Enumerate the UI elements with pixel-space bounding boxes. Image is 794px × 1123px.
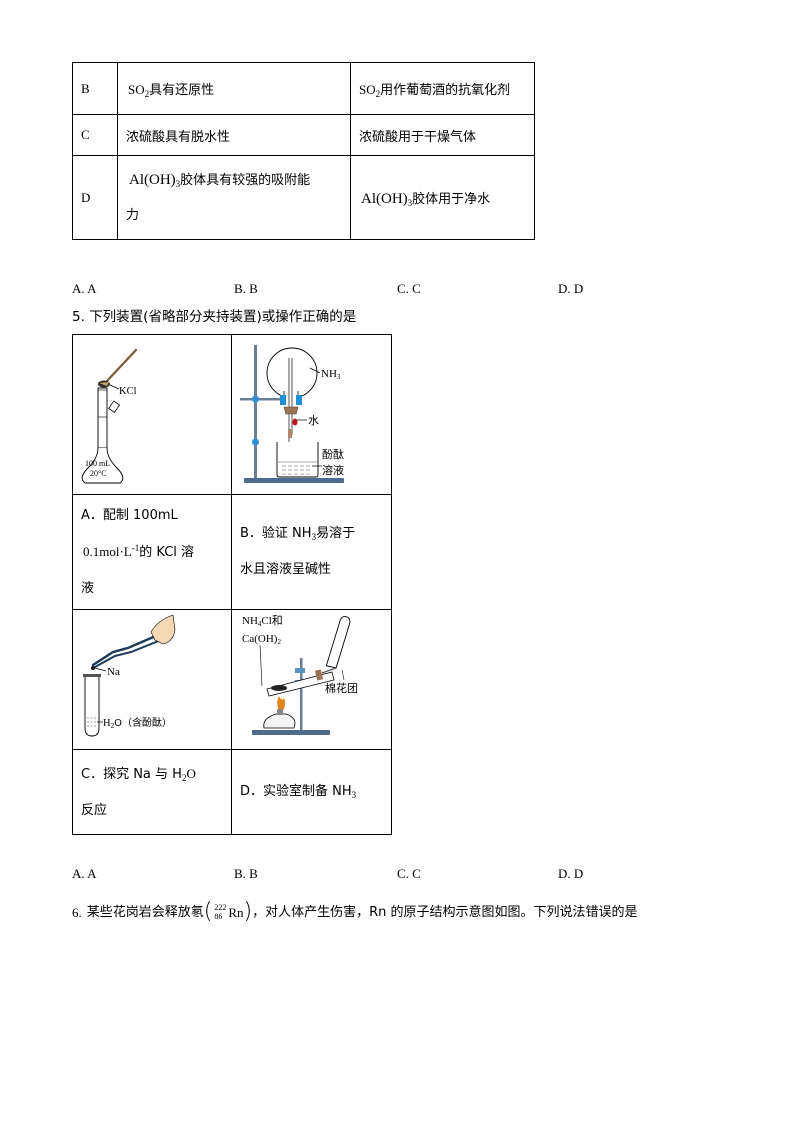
option-c-caption: C．探究 Na 与 H2O 反应: [72, 749, 232, 835]
row-key: C: [72, 114, 118, 156]
apparatus-table: KCl 100 mL 20°C: [72, 334, 392, 835]
table-row: B SO2具有还原性 SO2用作葡萄酒的抗氧化剂: [72, 62, 535, 115]
property-cell: SO2具有还原性: [117, 62, 351, 115]
choice-d[interactable]: D. D: [558, 281, 584, 296]
volumetric-flask-figure: KCl 100 mL 20°C: [81, 348, 138, 484]
figure-row: Na H2O（含酚酞）: [72, 609, 392, 750]
svg-text:100 mL: 100 mL: [85, 459, 110, 468]
svg-text:溶液: 溶液: [322, 463, 344, 477]
choice-d[interactable]: D. D: [558, 866, 584, 881]
svg-text:20°C: 20°C: [90, 469, 107, 478]
choice-c[interactable]: C. C: [397, 281, 421, 296]
use-cell: SO2用作葡萄酒的抗氧化剂: [350, 62, 535, 115]
svg-text:水: 水: [308, 414, 319, 427]
caption-row: C．探究 Na 与 H2O 反应 D．实验室制备 NH3: [72, 749, 392, 835]
sodium-water-figure: Na H2O（含酚酞）: [83, 614, 176, 737]
svg-text:H2O（含酚酞）: H2O（含酚酞）: [103, 716, 172, 730]
figure-c-cell: Na H2O（含酚酞）: [72, 609, 232, 750]
property-cell: Al(OH)3胶体具有较强的吸附能 力: [117, 155, 351, 240]
property-use-table: B SO2具有还原性 SO2用作葡萄酒的抗氧化剂 C 浓硫酸具有脱水性 浓硫酸用…: [72, 62, 535, 240]
table-row: C 浓硫酸具有脱水性 浓硫酸用于干燥气体: [72, 114, 535, 156]
figure-row: KCl 100 mL 20°C: [72, 334, 392, 495]
fountain-experiment-figure: 水 NH3 酚酞 溶液: [240, 345, 344, 483]
choice-a[interactable]: A. A: [72, 281, 97, 296]
svg-text:棉花团: 棉花团: [325, 681, 358, 695]
property-cell: 浓硫酸具有脱水性: [117, 114, 351, 156]
svg-text:KCl: KCl: [119, 386, 137, 397]
figure-b-cell: 水 NH3 酚酞 溶液: [231, 334, 392, 495]
choice-b[interactable]: B. B: [234, 281, 258, 296]
use-cell: Al(OH)3胶体用于净水: [350, 155, 535, 240]
radon-nuclide-symbol: ( 222 86 Rn): [203, 899, 253, 924]
row-key: B: [72, 62, 118, 115]
svg-text:酚酞: 酚酞: [322, 447, 344, 461]
use-cell: 浓硫酸用于干燥气体: [350, 114, 535, 156]
choice-c[interactable]: C. C: [397, 866, 421, 881]
svg-text:NH3: NH3: [321, 368, 341, 381]
choice-a[interactable]: A. A: [72, 866, 97, 881]
caption-row: A．配制 100mL 0.1mol·L-1的 KCl 溶 液 B．验证 NH3易…: [72, 494, 392, 610]
ammonia-preparation-figure: NH4Cl和 Ca(OH)2 棉花团: [242, 614, 358, 735]
figure-d-cell: NH4Cl和 Ca(OH)2 棉花团: [231, 609, 392, 750]
choice-b[interactable]: B. B: [234, 866, 258, 881]
question-5-stem: 5. 下列装置(省略部分夹持装置)或操作正确的是: [72, 309, 357, 325]
option-d-caption: D．实验室制备 NH3: [231, 749, 392, 835]
svg-text:Ca(OH)2: Ca(OH)2: [242, 633, 281, 646]
option-a-caption: A．配制 100mL 0.1mol·L-1的 KCl 溶 液: [72, 494, 232, 610]
row-key: D: [72, 155, 118, 240]
question-6-stem: 6. 某些花岗岩会释放氡 ( 222 86 Rn) ，对人体产生伤害，Rn 的原…: [72, 899, 638, 924]
svg-text:NH4Cl和: NH4Cl和: [242, 614, 283, 628]
svg-text:Na: Na: [107, 666, 120, 678]
option-b-caption: B．验证 NH3易溶于 水且溶液呈碱性: [231, 494, 392, 610]
figure-a-cell: KCl 100 mL 20°C: [72, 334, 232, 495]
table-row: D Al(OH)3胶体具有较强的吸附能 力 Al(OH)3胶体用于净水: [72, 155, 535, 240]
